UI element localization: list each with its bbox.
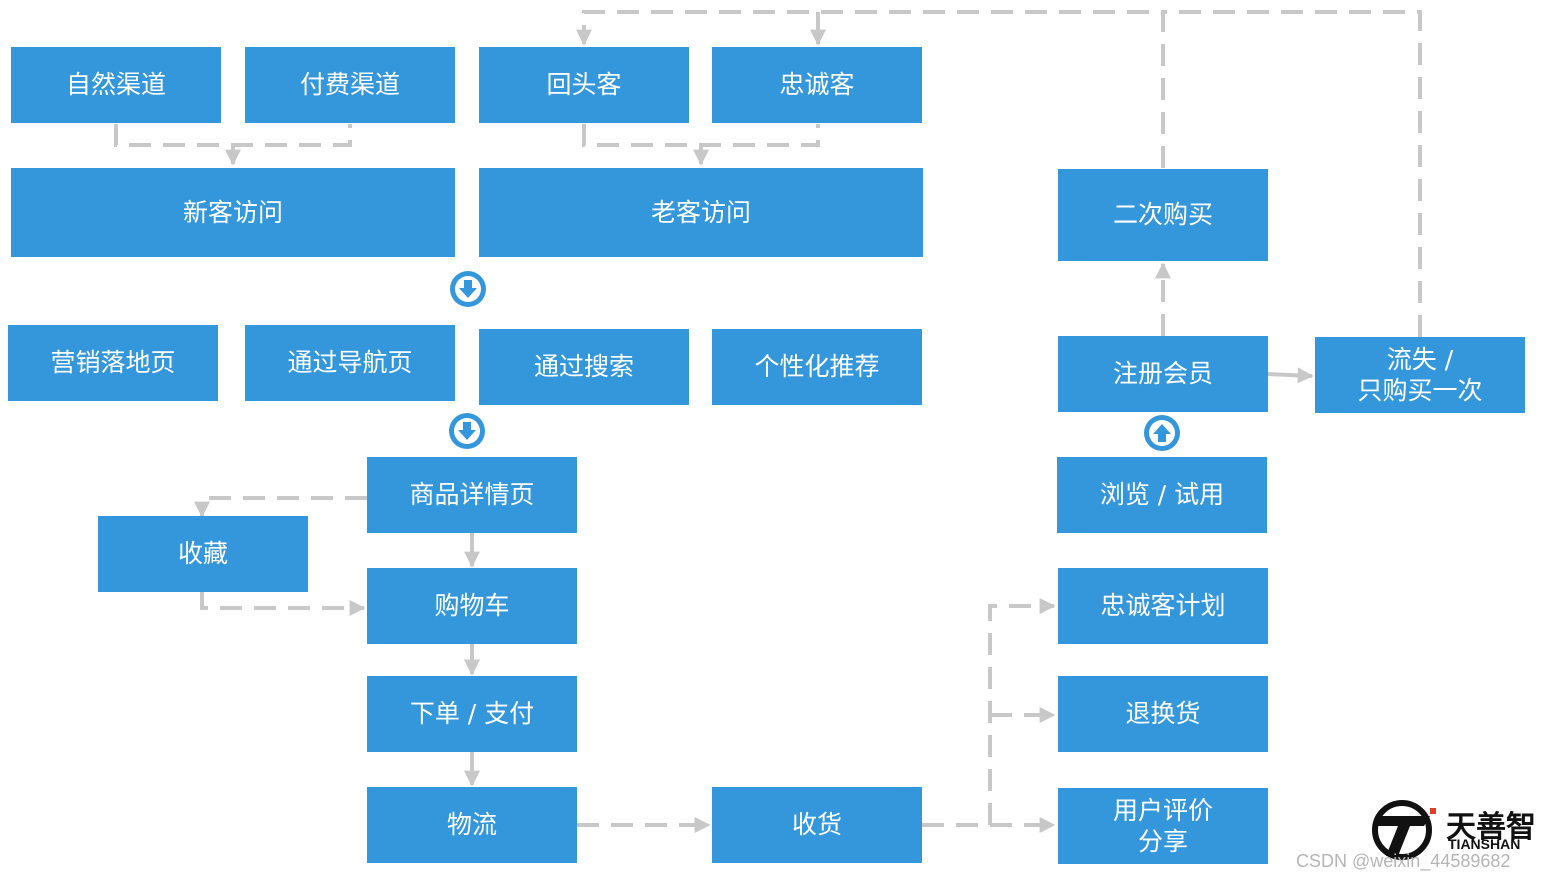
connector-top-loop	[576, 10, 1165, 168]
node-product-detail-page: 商品详情页	[367, 457, 577, 533]
down-arrow-icon	[450, 271, 486, 307]
connector-detail-to-favorite	[194, 496, 367, 518]
node-shopping-cart: 购物车	[367, 568, 577, 644]
logo-chinese-text: 天善智	[1446, 810, 1536, 845]
node-register-member: 注册会员	[1058, 336, 1268, 412]
node-browse-trial: 浏览 / 试用	[1057, 457, 1267, 533]
node-old-customer-visit: 老客访问	[479, 168, 923, 257]
node-receive-goods: 收货	[712, 787, 922, 863]
node-loyalty-program: 忠诚客计划	[1058, 568, 1268, 644]
node-new-customer-visit: 新客访问	[11, 168, 455, 257]
connector-after-sale-trunk	[988, 598, 1056, 825]
csdn-watermark: CSDN @weixin_44589682	[1296, 851, 1511, 871]
node-loyal-customer: 忠诚客	[712, 47, 922, 123]
connector-member-to-churn	[1267, 367, 1314, 384]
node-repurchase: 二次购买	[1058, 169, 1268, 261]
node-natural-channel: 自然渠道	[11, 47, 221, 123]
node-personalized-recommendation: 个性化推荐	[712, 329, 922, 405]
logo-english-text: TIANSHAN	[1448, 836, 1521, 852]
node-paid-channel: 付费渠道	[245, 47, 455, 123]
tianshan-logo-icon	[1372, 800, 1436, 860]
node-favorite: 收藏	[98, 516, 308, 592]
node-returning-customer: 回头客	[479, 47, 689, 123]
tianshan-logo: 天善智 TIANSHAN	[1372, 798, 1541, 860]
connector-returning-to-old-visit	[582, 124, 820, 147]
node-user-review-share: 用户评价 分享	[1058, 788, 1268, 864]
connector-favorite-to-cart	[200, 592, 366, 616]
node-via-search: 通过搜索	[479, 329, 689, 405]
connector-churn-loop	[1163, 10, 1422, 337]
up-arrow-icon	[1144, 415, 1180, 451]
node-via-navigation: 通过导航页	[245, 325, 455, 401]
node-logistics: 物流	[367, 787, 577, 863]
node-returns-exchanges: 退换货	[1058, 676, 1268, 752]
node-churn-single-purchase: 流失 / 只购买一次	[1315, 337, 1525, 413]
node-order-payment: 下单 / 支付	[367, 676, 577, 752]
connector-channels-to-new-visit	[114, 124, 352, 147]
node-marketing-landing-page: 营销落地页	[8, 325, 218, 401]
down-arrow-icon	[449, 413, 485, 449]
